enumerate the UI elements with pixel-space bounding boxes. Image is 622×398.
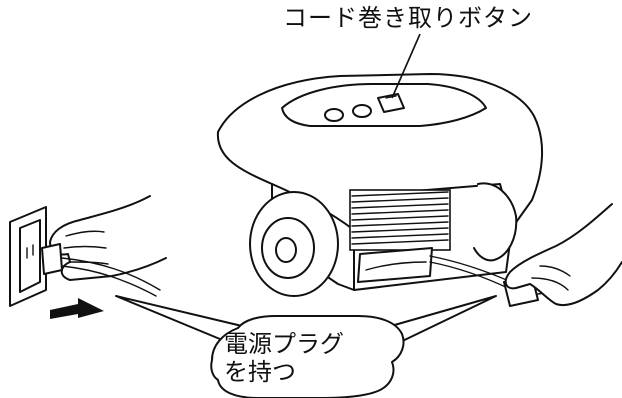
vacuum-cleaner — [216, 73, 543, 297]
exhaust-grille — [349, 189, 451, 251]
cord-rewind-button-label: コード巻き取りボタン — [283, 4, 533, 32]
hold-plug-line-2: を持つ — [224, 358, 296, 386]
callout-bubble — [115, 295, 497, 398]
right-hand — [504, 203, 622, 306]
left-plug — [41, 243, 161, 297]
button-leader-line — [391, 33, 421, 99]
hold-plug-instruction: 電源プラグ を持つ — [224, 330, 344, 386]
wall-outlet — [9, 206, 47, 307]
wheel — [249, 191, 339, 297]
pull-arrow-icon — [50, 298, 104, 319]
hold-plug-line-1: 電源プラグ — [224, 330, 344, 358]
